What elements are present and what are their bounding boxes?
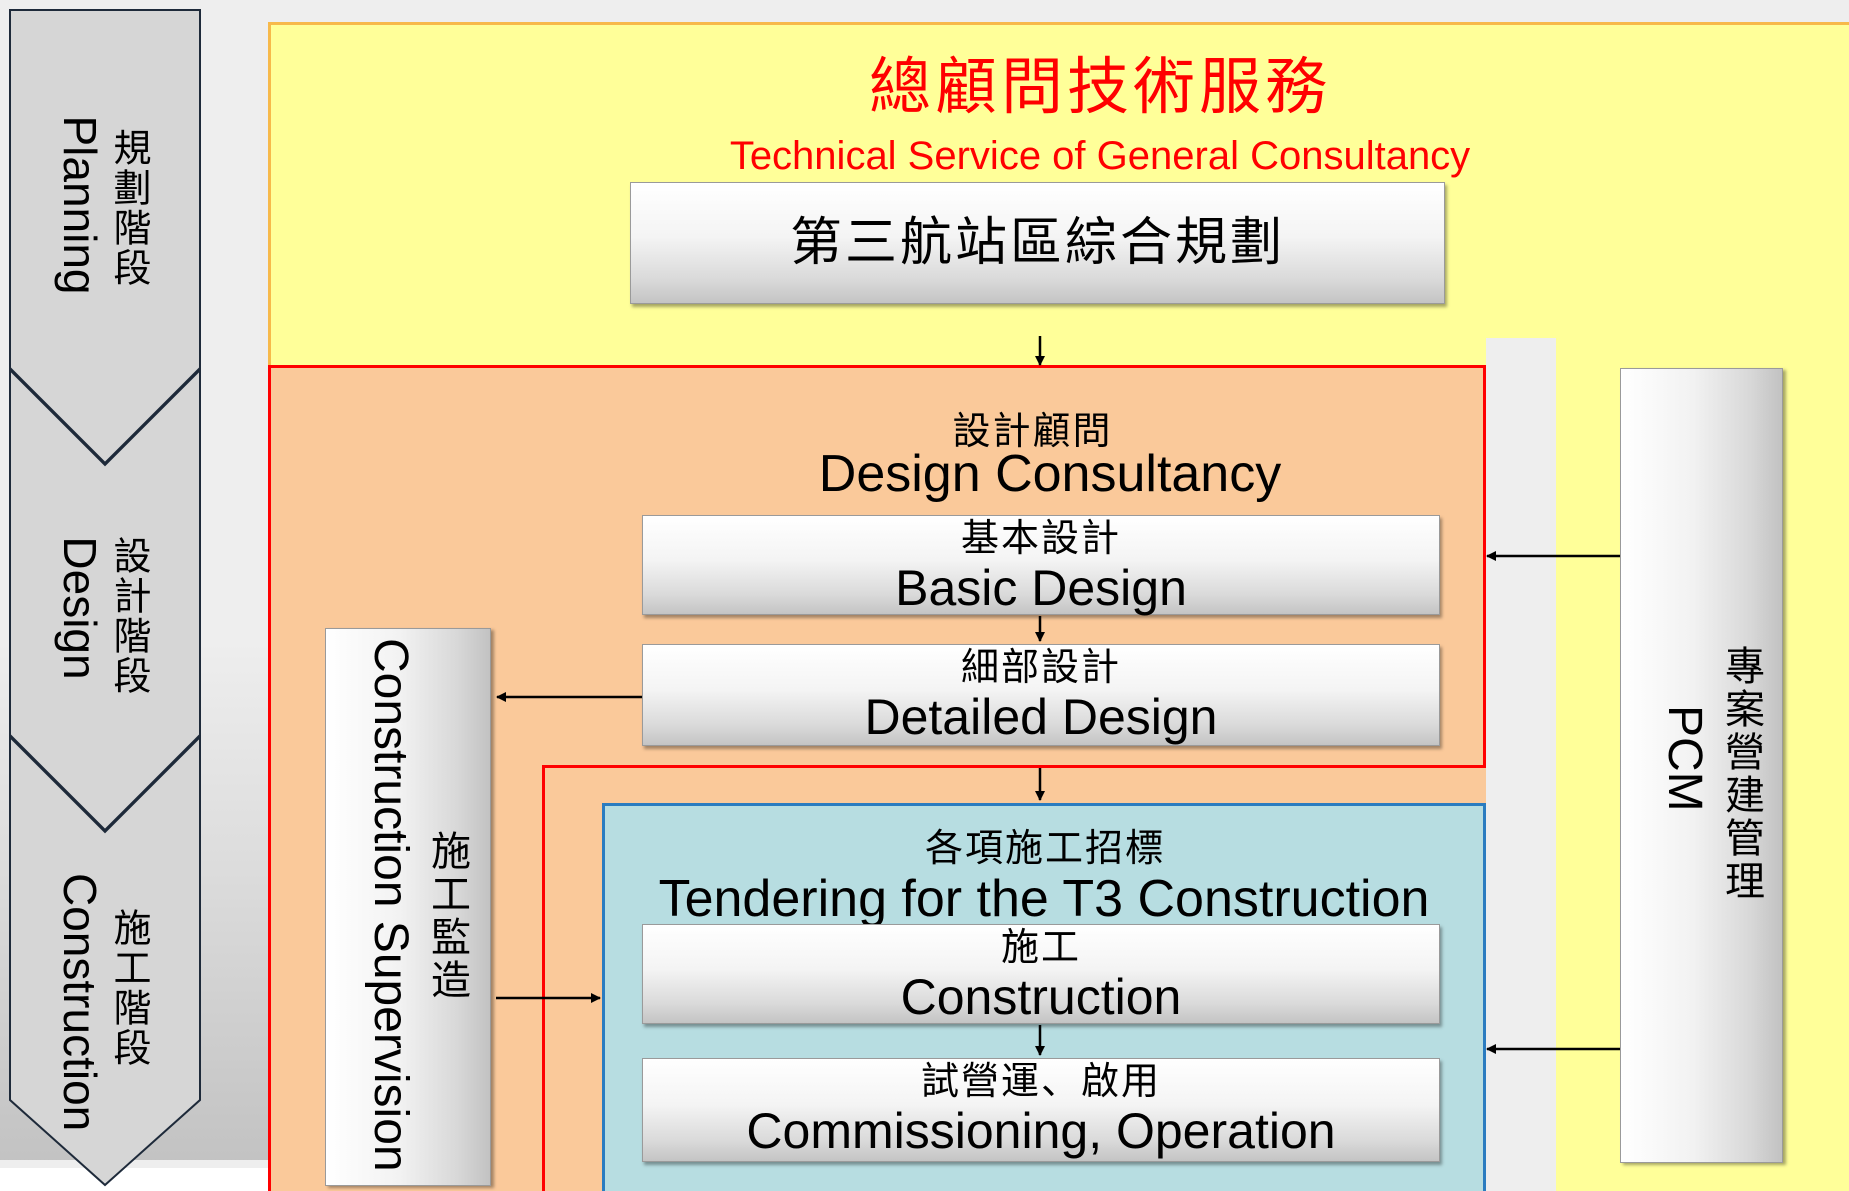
detailed-design-en: Detailed Design (864, 689, 1218, 745)
basic-design-zh: 基本設計 (960, 516, 1121, 560)
general-consultancy-title-zh: 總顧問技術服務 (868, 50, 1331, 123)
general-consultancy-title-en: Technical Service of General Consultancy (729, 134, 1471, 178)
commissioning-en: Commissioning, Operation (746, 1103, 1336, 1159)
phase-design-en: Design (54, 536, 106, 680)
detailed-design-zh: 細部設計 (960, 645, 1121, 689)
basic-design-box: 基本設計 Basic Design (642, 515, 1440, 616)
construction-supervision-en: Construction Supervision (364, 638, 417, 1172)
design-consultancy-title-en: Design Consultancy (818, 445, 1282, 503)
pcm-box (1620, 368, 1783, 1163)
phase-chevron-design (9, 367, 201, 832)
construction-zh: 施工 (1000, 925, 1081, 969)
phase-chevron-planning (9, 9, 201, 465)
commissioning-box: 試營運、啟用 Commissioning, Operation (642, 1058, 1440, 1162)
phase-planning-en: Planning (54, 115, 106, 295)
tendering-title-zh: 各項施工招標 (924, 826, 1165, 870)
phase-chevrons (9, 9, 201, 1187)
design-consultancy-title-zh: 設計顧問 (952, 409, 1113, 453)
phase-construction-zh: 施工階段 (107, 908, 151, 1068)
construction-box: 施工 Construction (642, 924, 1440, 1025)
pcm-en: PCM (1658, 705, 1711, 812)
phase-design-zh: 設計階段 (107, 536, 151, 696)
basic-design-en: Basic Design (895, 560, 1187, 616)
construction-supervision-box (325, 628, 491, 1186)
commissioning-zh: 試營運、啟用 (920, 1059, 1161, 1103)
pcm-zh: 專案營建管理 (1718, 645, 1764, 903)
detailed-design-box: 細部設計 Detailed Design (642, 644, 1440, 746)
construction-en: Construction (900, 969, 1182, 1025)
t3-comprehensive-planning-label: 第三航站區綜合規劃 (789, 213, 1285, 273)
t3-comprehensive-planning-box: 第三航站區綜合規劃 (630, 182, 1445, 304)
tendering-title-en: Tendering for the T3 Construction (658, 870, 1430, 928)
phase-planning-zh: 規劃階段 (107, 128, 151, 288)
construction-supervision-zh: 施工監造 (424, 830, 470, 1002)
phase-chevron-construction (9, 734, 201, 1187)
panel-gap (1486, 338, 1556, 1191)
phase-construction-en: Construction (54, 873, 106, 1132)
